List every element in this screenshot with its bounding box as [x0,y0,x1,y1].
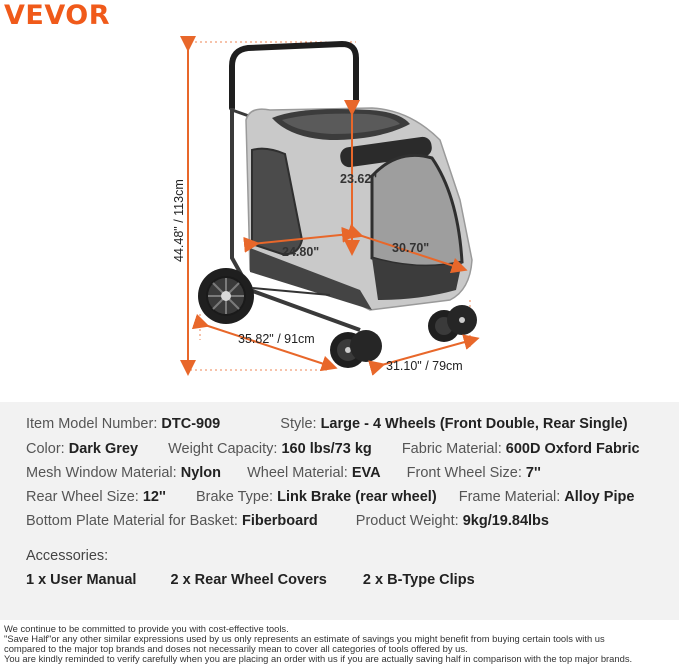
front-wheels-left [330,330,382,368]
spec-label: Item Model Number: [26,416,158,432]
spec-label: Color: [26,441,65,457]
width-arrow [368,334,480,376]
disclaimer-line: compared to the major top brands and dos… [4,643,468,654]
spec-panel: Item Model Number: DTC-909 Style: Large … [0,402,679,620]
spec-row-4: Rear Wheel Size: 12'' Brake Type: Link B… [26,489,634,509]
spec-value: Large - 4 Wheels (Front Double, Rear Sin… [320,416,628,432]
spec-value: Nylon [180,465,221,481]
height-label: 44.48" / 113cm [172,179,186,262]
spec-value: 7'' [525,465,541,481]
spec-label: Bottom Plate Material for Basket: [26,513,238,529]
inner-length-arrow [243,226,358,253]
spec-value: 600D Oxford Fabric [505,441,640,457]
disclaimer-line: "Save Half"or any other similar expressi… [4,633,605,644]
length-label: 35.82" / 91cm [238,332,315,346]
brand-logo: VEVOR [4,0,111,31]
spec-value: Fiberboard [241,513,318,529]
spec-value: Alloy Pipe [564,489,635,505]
spec-label: Style: [280,416,317,432]
spec-label: Frame Material: [458,489,561,505]
spec-row-3: Mesh Window Material: Nylon Wheel Materi… [26,465,541,485]
spec-value: Dark Grey [68,441,139,457]
inner-length-label: 24.80" [282,245,320,259]
accessory-item: 2 x B-Type Clips [362,572,475,588]
spec-row-2: Color: Dark Grey Weight Capacity: 160 lb… [26,441,640,461]
accessory-item: 2 x Rear Wheel Covers [170,572,327,588]
spec-label: Product Weight: [355,513,459,529]
spec-row-5: Bottom Plate Material for Basket: Fiberb… [26,513,549,533]
stroller-illustration [180,36,480,376]
disclaimer-line: We continue to be committed to provide y… [4,623,289,634]
spec-label: Front Wheel Size: [406,465,522,481]
spec-label: Mesh Window Material: [26,465,177,481]
spec-value: 160 lbs/73 kg [281,441,372,457]
width-label: 31.10" / 79cm [386,359,463,373]
disclaimer-line: You are kindly reminded to verify carefu… [4,653,633,664]
inner-width-label: 30.70" [392,241,430,255]
spec-value: Link Brake (rear wheel) [277,489,437,505]
disclaimer: We continue to be committed to provide y… [4,624,676,664]
spec-label: Brake Type: [195,489,274,505]
inner-width-arrow [345,223,468,274]
front-wheels-right [428,305,477,342]
spec-value: EVA [351,465,381,481]
spec-value: DTC-909 [161,416,221,432]
length-arrow [191,313,338,372]
spec-label: Fabric Material: [401,441,502,457]
accessories-title: Accessories: [26,548,109,564]
accessories-list: 1 x User Manual 2 x Rear Wheel Covers 2 … [26,572,475,588]
spec-row-1: Item Model Number: DTC-909 Style: Large … [26,416,628,436]
spec-value: 12'' [142,489,166,505]
rear-wheel [198,268,254,324]
accessory-item: 1 x User Manual [26,572,137,588]
spec-label: Rear Wheel Size: [26,489,139,505]
spec-label: Wheel Material: [247,465,348,481]
inner-height-label: 23.62" [340,172,378,186]
spec-value: 9kg/19.84lbs [462,513,549,529]
handle-bar [229,40,359,111]
spec-label: Weight Capacity: [168,441,278,457]
